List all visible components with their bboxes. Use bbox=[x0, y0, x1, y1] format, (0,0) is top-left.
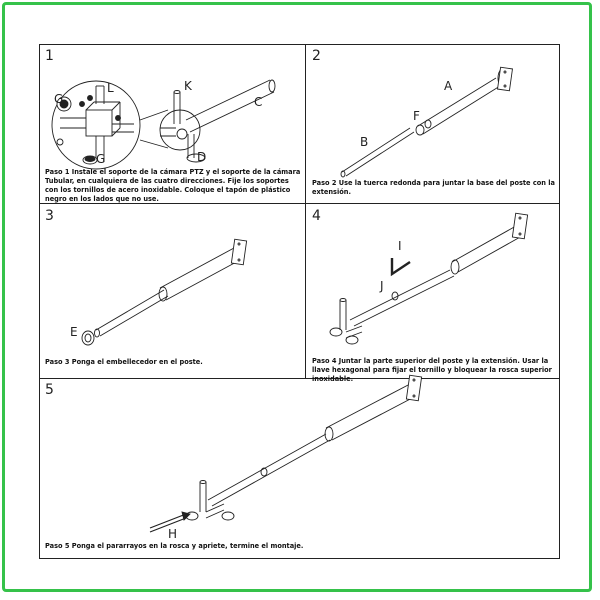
step-number-2: 2 bbox=[312, 48, 321, 64]
step-caption-5: Paso 5 Ponga el pararrayos en la rosca y… bbox=[45, 542, 304, 550]
part-label-h: H bbox=[168, 527, 178, 541]
step4-assembled-pole bbox=[329, 212, 529, 345]
instruction-grid bbox=[39, 44, 560, 559]
part-label-d: D bbox=[197, 150, 207, 164]
page-border bbox=[2, 2, 592, 592]
step-number-4: 4 bbox=[312, 208, 321, 224]
part-label-i: I bbox=[398, 239, 402, 253]
step5-full-pole bbox=[185, 374, 423, 521]
part-label-g-top: G bbox=[54, 92, 64, 106]
part-label-g-bottom: G bbox=[96, 152, 106, 166]
part-label-c: C bbox=[254, 95, 263, 109]
step3-trim-E bbox=[81, 330, 95, 346]
step1-pole-with-brackets bbox=[159, 79, 276, 163]
step2-pole-base-A bbox=[415, 66, 513, 136]
step-caption-4: Paso 4 Juntar la parte superior del post… bbox=[312, 357, 552, 383]
row-divider-1 bbox=[39, 203, 560, 204]
step-caption-1: Paso 1 Instale el soporte de la cámara P… bbox=[45, 168, 301, 203]
step2-extension-B bbox=[340, 127, 415, 178]
step-number-5: 5 bbox=[45, 382, 54, 398]
column-divider bbox=[305, 44, 306, 378]
step5-arrow bbox=[149, 511, 191, 533]
step2-nut-F bbox=[424, 119, 432, 129]
step4-hex-key-I bbox=[390, 258, 411, 277]
part-label-a: A bbox=[444, 79, 453, 93]
step-number-1: 1 bbox=[45, 48, 54, 64]
part-label-f: F bbox=[413, 109, 420, 123]
part-label-b: B bbox=[360, 135, 369, 149]
part-label-j: J bbox=[380, 279, 384, 293]
part-label-e: E bbox=[70, 325, 78, 339]
step-number-3: 3 bbox=[45, 208, 54, 224]
row-divider-2 bbox=[39, 378, 560, 379]
step-caption-3: Paso 3 Ponga el embellecedor en el poste… bbox=[45, 358, 203, 366]
part-label-k: K bbox=[184, 79, 192, 93]
part-label-l: L bbox=[107, 81, 114, 95]
step3-pole bbox=[94, 238, 248, 338]
step-caption-2: Paso 2 Use la tuerca redonda para juntar… bbox=[312, 179, 555, 196]
step1-bracket-detail bbox=[51, 80, 169, 170]
